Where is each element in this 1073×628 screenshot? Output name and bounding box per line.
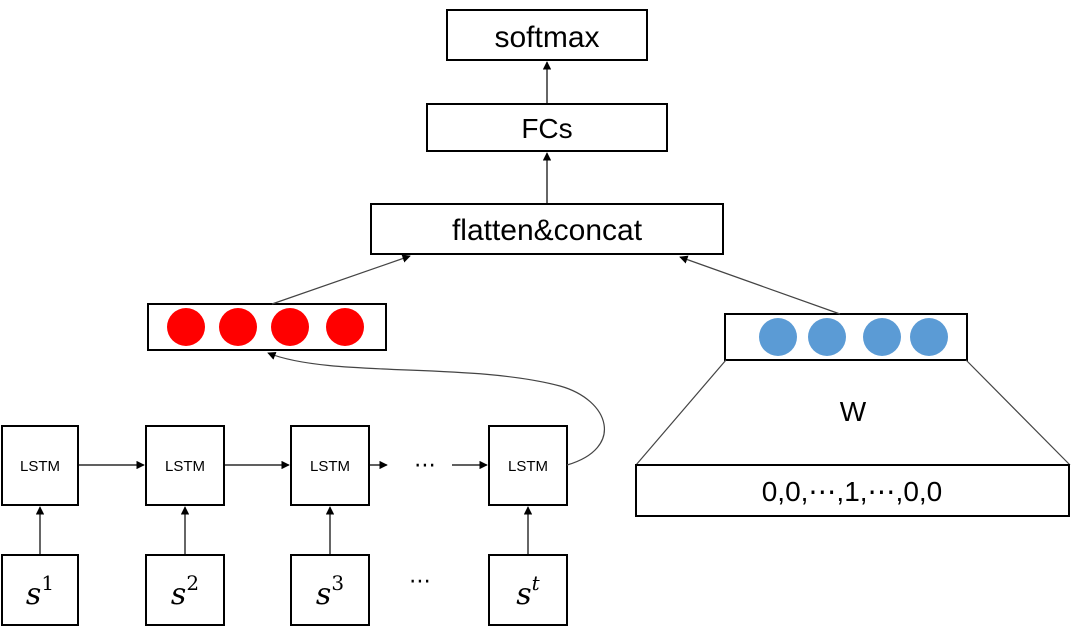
fcs-label: FCs <box>521 113 572 144</box>
svg-text:s2: s2 <box>171 571 199 612</box>
lstm-output-vector <box>147 303 387 351</box>
input-s1: s1 <box>1 554 79 626</box>
fcs-node: FCs <box>426 103 668 152</box>
svg-text:s1: s1 <box>26 571 54 612</box>
lstm-label: LSTM <box>20 458 60 475</box>
arrow-lstm-to-vector <box>267 351 605 466</box>
red-vector-dot <box>326 308 364 346</box>
input-sup: t <box>532 571 541 595</box>
input-st: st <box>488 554 568 626</box>
lstm-cell-1: LSTM <box>1 425 79 506</box>
flatten-concat-label: flatten&concat <box>452 214 643 247</box>
one-hot-input: 0,0,⋯,1,⋯,0,0 <box>635 464 1070 517</box>
lstm-cell-2: LSTM <box>145 425 225 506</box>
blue-vector-dot <box>808 318 846 356</box>
lstm-cell-t: LSTM <box>488 425 568 506</box>
one-hot-label: 0,0,⋯,1,⋯,0,0 <box>762 476 943 507</box>
input-sup: 1 <box>41 571 54 595</box>
trapezoid-right-edge <box>965 359 1071 466</box>
red-vector-dot <box>167 308 205 346</box>
lstm-ellipsis: ⋯ <box>414 452 436 477</box>
flatten-concat-node: flatten&concat <box>370 203 724 255</box>
input-sup: 3 <box>331 571 344 595</box>
embedding-vector <box>724 313 968 361</box>
lstm-label: LSTM <box>310 458 350 475</box>
lstm-cell-3: LSTM <box>290 425 370 506</box>
input-base: s <box>316 577 331 612</box>
svg-text:s3: s3 <box>316 571 344 612</box>
softmax-node: softmax <box>446 9 648 61</box>
input-base: s <box>171 577 186 612</box>
softmax-label: softmax <box>494 21 599 54</box>
red-vector-dot <box>271 308 309 346</box>
w-label: W <box>840 396 867 427</box>
blue-vector-dot <box>759 318 797 356</box>
blue-vector-dot <box>863 318 901 356</box>
input-sup: 2 <box>186 571 199 595</box>
arrow-blue-to-concat <box>679 255 841 315</box>
arrow-red-to-concat <box>271 254 411 305</box>
blue-vector-dot <box>910 318 948 356</box>
lstm-label: LSTM <box>508 458 548 475</box>
svg-text:st: st <box>516 571 540 612</box>
input-s2: s2 <box>145 554 225 626</box>
red-vector-dot <box>219 308 257 346</box>
input-base: s <box>516 577 531 612</box>
input-base: s <box>26 577 41 612</box>
input-s3: s3 <box>290 554 370 626</box>
lstm-label: LSTM <box>165 458 205 475</box>
trapezoid-left-edge <box>635 359 727 466</box>
input-ellipsis: ⋯ <box>409 568 431 593</box>
